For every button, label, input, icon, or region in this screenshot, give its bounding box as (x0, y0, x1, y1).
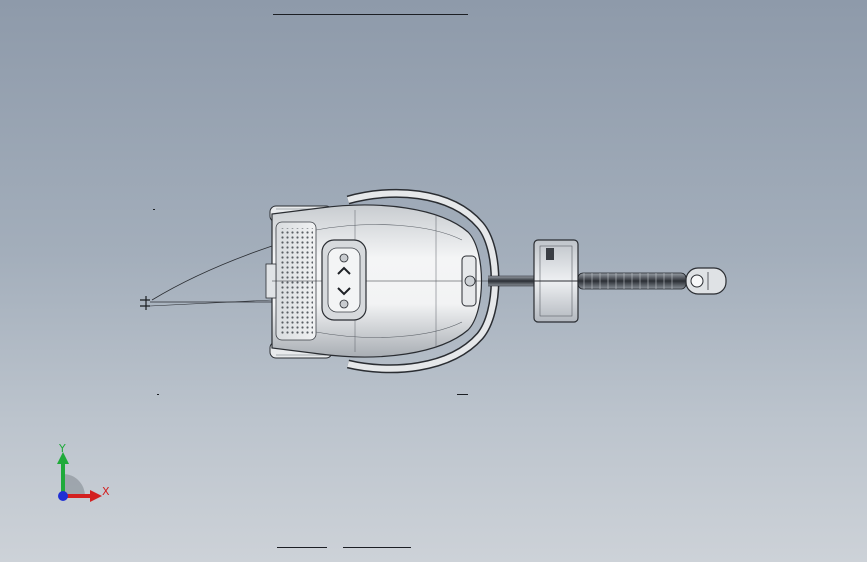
axis-triad-icon (57, 452, 102, 502)
mode-button-icon (339, 299, 349, 309)
sketch-line-top (273, 14, 468, 15)
chevron-up-icon (337, 266, 351, 275)
sketch-dot-1 (153, 209, 155, 210)
sketch-line-small (457, 394, 468, 395)
chevron-down-icon (337, 287, 351, 296)
handle-grip (685, 267, 727, 295)
power-button-icon (339, 253, 349, 263)
power-cord (140, 245, 273, 310)
sketch-dot-2 (157, 394, 159, 395)
hose (488, 275, 534, 287)
extension-tube (577, 272, 687, 290)
axis-y-label: Y (59, 442, 66, 455)
hose-inlet (461, 255, 477, 307)
control-panel[interactable] (321, 239, 367, 321)
floor-nozzle (533, 239, 579, 323)
sketch-line-bottom-right (343, 547, 411, 548)
axis-x-label: X (102, 485, 110, 498)
sketch-line-bottom-left (277, 547, 327, 548)
axis-triad: Y X (50, 440, 120, 510)
